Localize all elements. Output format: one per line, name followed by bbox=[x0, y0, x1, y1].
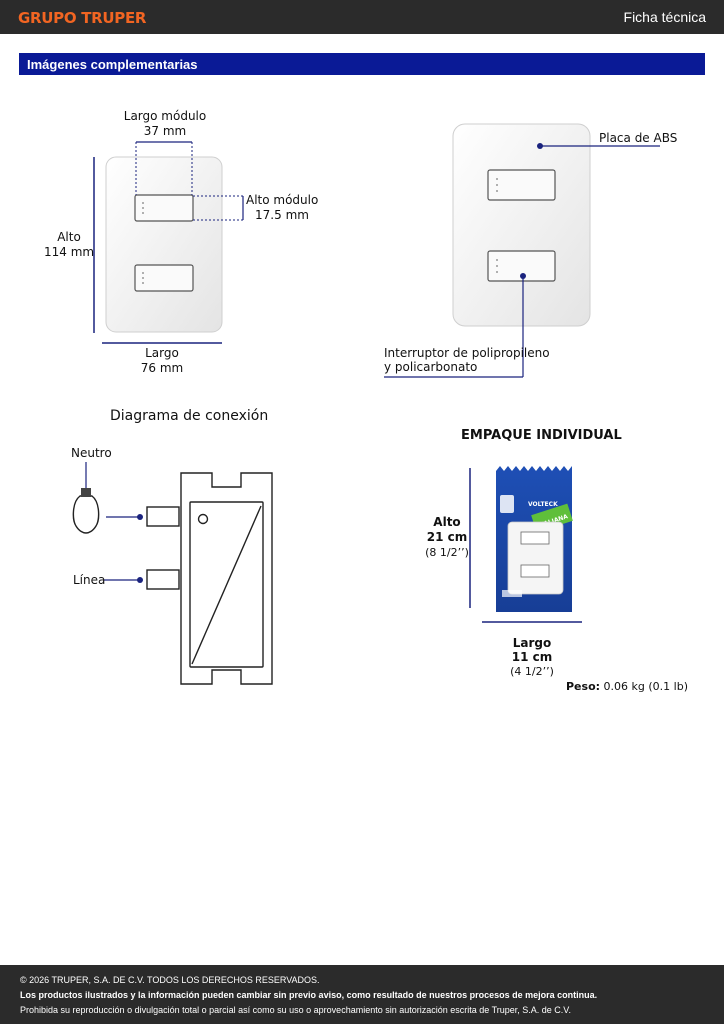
footer-notice: Los productos ilustrados y la informació… bbox=[20, 990, 598, 1000]
switch-material-line2: y policarbonato bbox=[384, 360, 478, 374]
footer-copyright: © 2026 TRUPER, S.A. DE C.V. TODOS LOS DE… bbox=[20, 975, 320, 985]
diagram-title: Diagrama de conexión bbox=[110, 408, 269, 424]
wire-lines bbox=[103, 516, 140, 581]
package-title: EMPAQUE INDIVIDUAL bbox=[461, 428, 622, 443]
line-terminal-dot bbox=[137, 577, 143, 583]
switch-module-top bbox=[134, 194, 194, 222]
width-value: 76 mm bbox=[140, 361, 184, 375]
section-title: Imágenes complementarias bbox=[27, 57, 198, 72]
brand-logo: GRUPO TRUPER bbox=[18, 9, 147, 27]
lightbulb-icon bbox=[72, 462, 100, 534]
top-header: GRUPO TRUPER Ficha técnica bbox=[0, 0, 724, 34]
switch-callout-dot bbox=[520, 273, 526, 279]
package-weight: Peso: 0.06 kg (0.1 lb) bbox=[566, 679, 688, 694]
package-height-in: (8 1/2’’) bbox=[425, 546, 469, 559]
section-header: Imágenes complementarias bbox=[19, 53, 705, 75]
package-width-in: (4 1/2’’) bbox=[510, 665, 554, 678]
line-label: Línea bbox=[73, 573, 106, 587]
dimension-plate bbox=[105, 156, 223, 333]
package-brand: VOLTECK bbox=[528, 501, 558, 508]
plate-callout-dot bbox=[537, 143, 543, 149]
switch-material-line1: Interruptor de polipropileno bbox=[384, 346, 550, 360]
connection-diagram bbox=[146, 472, 273, 685]
weight-label: Peso: bbox=[566, 680, 601, 693]
footer: © 2026 TRUPER, S.A. DE C.V. TODOS LOS DE… bbox=[0, 965, 724, 1024]
plate-material-label: Placa de ABS bbox=[599, 131, 678, 145]
width-label: Largo bbox=[145, 346, 179, 360]
neutral-label: Neutro bbox=[71, 446, 112, 460]
height-label: Alto bbox=[57, 230, 81, 244]
neutral-terminal-dot bbox=[137, 514, 143, 520]
module-width-label: Largo módulo bbox=[123, 109, 207, 123]
module-width-value: 37 mm bbox=[143, 124, 187, 138]
package-height-cm: 21 cm bbox=[426, 530, 468, 544]
weight-value: 0.06 kg (0.1 lb) bbox=[603, 680, 688, 693]
document-type: Ficha técnica bbox=[623, 9, 706, 25]
footer-prohibition: Prohibida su reproducción o divulgación … bbox=[20, 1005, 571, 1015]
height-value: 114 mm bbox=[44, 245, 95, 259]
materials-plate bbox=[452, 123, 591, 327]
package-dimension-lines bbox=[469, 468, 582, 623]
callout-lines bbox=[384, 145, 660, 378]
switch-module-bottom bbox=[134, 264, 194, 292]
module-height-value: 17.5 mm bbox=[255, 208, 309, 222]
package-image: ITALIANA VOLTECK bbox=[496, 466, 573, 612]
package-width-label: Largo bbox=[512, 636, 552, 650]
module-height-label: Alto módulo bbox=[246, 193, 319, 207]
package-width-cm: 11 cm bbox=[511, 650, 553, 664]
dimension-lines bbox=[93, 141, 244, 344]
package-height-label: Alto bbox=[433, 515, 461, 529]
